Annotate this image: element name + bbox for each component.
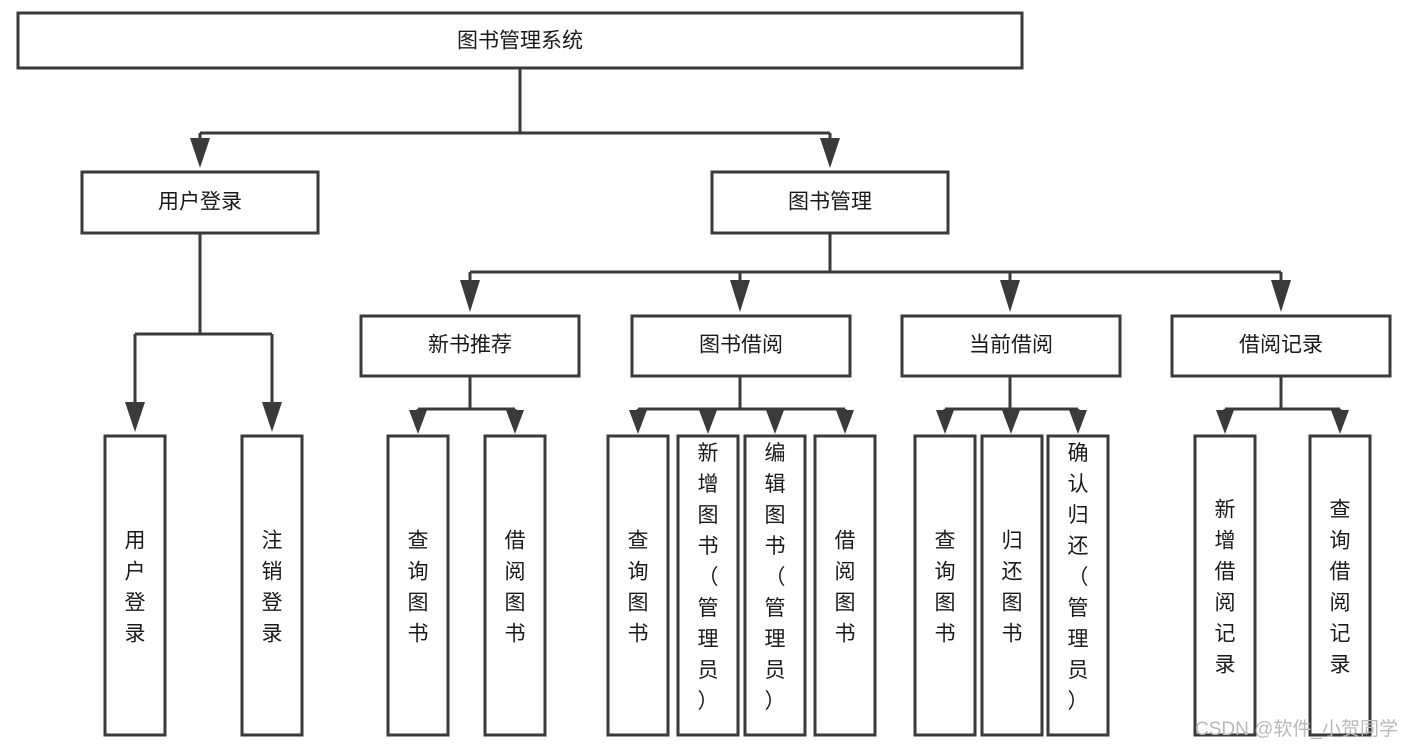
node-leaf-query-book-current-label: 查询图书 <box>935 530 956 646</box>
node-leaf-return-book-box[interactable] <box>980 434 1044 737</box>
node-leaf-logout-box[interactable] <box>240 434 304 737</box>
node-leaf-query-book-rec-box[interactable] <box>386 434 450 737</box>
node-borrow-record[interactable]: 借阅记录 <box>1170 314 1392 378</box>
node-leaf-borrow-book-label: 借阅图书 <box>835 530 856 646</box>
node-leaf-borrow-book-rec[interactable]: 借阅图书 <box>483 434 547 737</box>
node-leaf-query-record[interactable]: 查询借阅记录 <box>1308 434 1372 737</box>
node-leaf-query-record-label: 查询借阅记录 <box>1330 499 1351 677</box>
node-borrow-record-box[interactable] <box>1170 314 1392 378</box>
node-new-book-recommend-box[interactable] <box>359 314 581 378</box>
node-current-borrow-label: 当前借阅 <box>969 334 1053 357</box>
node-leaf-confirm-return-box[interactable] <box>1046 434 1110 737</box>
node-new-book-recommend-label: 新书推荐 <box>428 334 512 357</box>
node-leaf-query-record-box[interactable] <box>1308 434 1372 737</box>
node-user-login-label: 用户登录 <box>158 191 242 214</box>
node-leaf-add-record[interactable]: 新增借阅记录 <box>1193 434 1257 737</box>
node-user-login-box[interactable] <box>80 170 320 235</box>
arrow-to-leaf-query-book-rec <box>409 410 427 434</box>
node-leaf-query-book-current[interactable]: 查询图书 <box>913 434 977 737</box>
arrow-to-leaf-user-login <box>125 402 145 432</box>
leaf-layer: 用户登录 注销登录 查询图书 借阅图书 查询图书 新增图书（管理员） 编辑图书（… <box>103 434 1372 737</box>
arrow-to-new-book-recommend <box>460 280 480 312</box>
node-leaf-return-book[interactable]: 归还图书 <box>980 434 1044 737</box>
node-leaf-query-book-current-box[interactable] <box>913 434 977 737</box>
node-leaf-add-book-box[interactable] <box>676 434 740 737</box>
node-leaf-user-login[interactable]: 用户登录 <box>103 434 167 737</box>
node-leaf-query-book-rec-label: 查询图书 <box>408 530 429 646</box>
node-leaf-query-book-borrow-box[interactable] <box>606 434 670 737</box>
node-current-borrow[interactable]: 当前借阅 <box>900 314 1122 378</box>
arrow-to-leaf-query-book-current <box>936 410 954 434</box>
arrow-to-current-borrow <box>1000 280 1020 312</box>
node-leaf-logout[interactable]: 注销登录 <box>240 434 304 737</box>
node-leaf-add-book-label: 新增图书（管理员） <box>698 442 719 713</box>
node-book-manage[interactable]: 图书管理 <box>710 170 950 235</box>
node-leaf-edit-book-box[interactable] <box>743 434 807 737</box>
node-book-borrow-label: 图书借阅 <box>699 334 783 357</box>
node-root-label: 图书管理系统 <box>457 30 583 53</box>
arrow-to-leaf-logout <box>262 402 282 432</box>
node-current-borrow-box[interactable] <box>900 314 1122 378</box>
node-leaf-logout-label: 注销登录 <box>262 530 283 646</box>
node-leaf-confirm-return-label: 确认归还（管理员） <box>1068 442 1089 713</box>
node-leaf-user-login-label: 用户登录 <box>125 530 146 646</box>
arrow-to-user-login <box>190 138 210 168</box>
node-user-login[interactable]: 用户登录 <box>80 170 320 235</box>
node-borrow-record-label: 借阅记录 <box>1239 334 1323 357</box>
node-book-borrow[interactable]: 图书借阅 <box>630 314 852 378</box>
node-leaf-edit-book[interactable]: 编辑图书（管理员） <box>743 434 807 737</box>
node-leaf-add-book[interactable]: 新增图书（管理员） <box>676 434 740 737</box>
node-leaf-edit-book-label: 编辑图书（管理员） <box>765 442 786 713</box>
arrow-to-leaf-borrow-book <box>836 410 854 434</box>
arrow-to-leaf-return-book <box>1002 410 1020 434</box>
node-leaf-query-book-borrow[interactable]: 查询图书 <box>606 434 670 737</box>
arrow-to-leaf-edit-book <box>766 410 784 434</box>
arrow-to-book-borrow <box>730 280 750 312</box>
node-leaf-borrow-book-box[interactable] <box>813 434 877 737</box>
node-leaf-return-book-label: 归还图书 <box>1002 530 1023 646</box>
node-leaf-borrow-book-rec-box[interactable] <box>483 434 547 737</box>
arrow-to-leaf-add-record <box>1216 410 1234 434</box>
csdn-watermark: CSDN @软件_小贺同学 <box>1195 718 1398 740</box>
node-leaf-query-book-rec[interactable]: 查询图书 <box>386 434 450 737</box>
node-leaf-user-login-box[interactable] <box>103 434 167 737</box>
node-leaf-add-record-label: 新增借阅记录 <box>1215 499 1236 677</box>
node-root-box[interactable] <box>16 11 1024 70</box>
node-root[interactable]: 图书管理系统 <box>16 11 1024 70</box>
arrow-to-leaf-borrow-book-rec <box>506 410 524 434</box>
node-book-manage-label: 图书管理 <box>788 191 872 214</box>
node-leaf-add-record-box[interactable] <box>1193 434 1257 737</box>
node-new-book-recommend[interactable]: 新书推荐 <box>359 314 581 378</box>
connector-layer <box>125 68 1349 434</box>
node-leaf-confirm-return[interactable]: 确认归还（管理员） <box>1046 434 1110 737</box>
arrow-to-leaf-add-book <box>699 410 717 434</box>
node-leaf-borrow-book-rec-label: 借阅图书 <box>505 530 526 646</box>
arrow-to-leaf-confirm-return <box>1069 410 1087 434</box>
node-leaf-borrow-book[interactable]: 借阅图书 <box>813 434 877 737</box>
node-book-borrow-box[interactable] <box>630 314 852 378</box>
node-book-manage-box[interactable] <box>710 170 950 235</box>
arrow-to-leaf-query-book-borrow <box>629 410 647 434</box>
arrow-to-book-manage <box>820 138 840 168</box>
arrow-to-borrow-record <box>1271 280 1291 312</box>
node-leaf-query-book-borrow-label: 查询图书 <box>628 530 649 646</box>
arrow-to-leaf-query-record <box>1331 410 1349 434</box>
